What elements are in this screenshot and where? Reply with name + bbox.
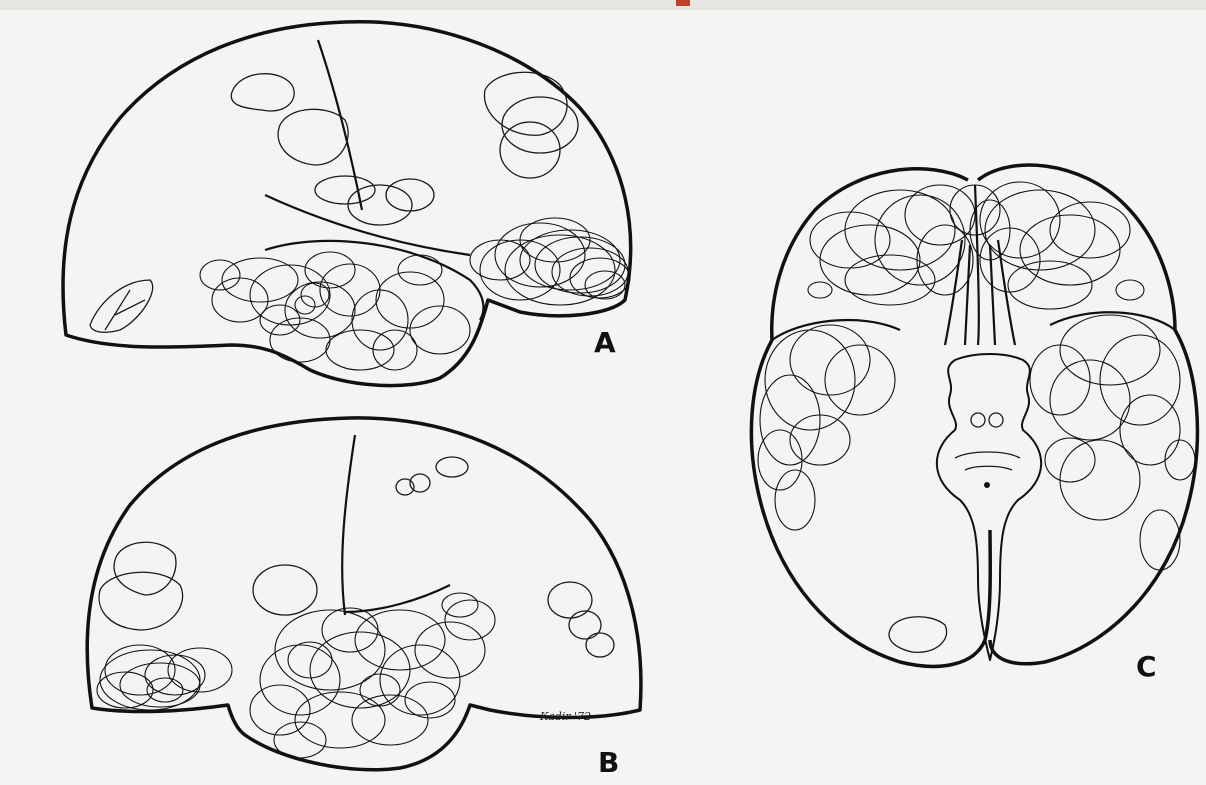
panel-c-temporal-lobe-left — [772, 320, 900, 340]
panel-a-lesion — [386, 179, 434, 211]
panel-a-lesion — [484, 72, 567, 135]
panel-b-lesion — [114, 542, 176, 595]
panel-a-lesion — [231, 74, 294, 111]
panel-c-mammillary-body — [989, 413, 1003, 427]
artist-signature: Kadir '72 — [539, 710, 591, 723]
panel-a-brain: A — [63, 22, 631, 386]
panel-c-label: C — [1136, 650, 1157, 683]
panel-a-lesion — [315, 176, 375, 204]
panel-b-sylvian-fissure — [345, 585, 450, 612]
panel-c-mammillary-body — [971, 413, 985, 427]
panel-c-temporal-cluster-right — [1030, 315, 1195, 570]
panel-c-temporal-cluster-left — [758, 325, 895, 530]
panel-a-sylvian-fissure — [265, 195, 470, 255]
panel-b-brain: Kadir '72 B — [87, 418, 641, 779]
panel-b-temporal-cluster — [250, 593, 495, 758]
panel-a-temporal-cluster — [200, 252, 470, 370]
panel-c-midbrain-detail — [955, 452, 1020, 470]
panel-b-frontal-cluster — [97, 645, 232, 710]
panel-a-lesion — [500, 122, 560, 178]
panel-a-frontal-cluster — [470, 218, 630, 305]
panel-b-lesion — [586, 633, 614, 657]
scan-artifact-strip — [0, 0, 1206, 10]
panel-a-lesion — [278, 109, 348, 165]
panel-b-lesion — [548, 582, 592, 618]
panel-c-occipital-lesion — [889, 617, 947, 653]
panel-a-label: A — [594, 326, 616, 359]
panel-a-lesion-frontal-pole — [90, 280, 153, 332]
panel-a-lesion — [348, 185, 412, 225]
panel-c-right-hemisphere-outline — [978, 165, 1197, 664]
panel-b-label: B — [598, 746, 619, 779]
panel-b-lesion — [569, 611, 601, 639]
panel-a-central-sulcus — [318, 40, 362, 210]
scan-artifact-red-mark — [676, 0, 690, 6]
panel-c-brain: C — [751, 165, 1197, 683]
panel-b-lesion — [436, 457, 468, 477]
panel-a-lesion — [502, 97, 578, 153]
panel-b-central-sulcus — [342, 435, 355, 615]
panel-b-lesion — [253, 565, 317, 615]
panel-c-aqueduct — [984, 482, 990, 488]
